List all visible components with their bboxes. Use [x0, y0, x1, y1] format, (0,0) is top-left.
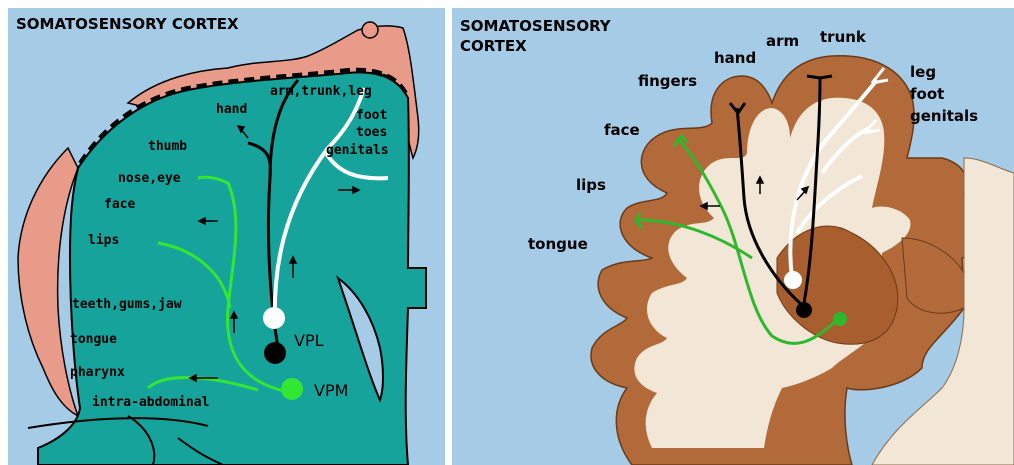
label-genitals: genitals [326, 143, 389, 158]
thalamic-black-dot [264, 342, 286, 364]
label-teeth-gums-jaw: teeth,gums,jaw [72, 297, 182, 312]
right-title-line2: CORTEX [460, 36, 527, 56]
label-genitals-right: genitals [910, 107, 978, 125]
label-thumb: thumb [148, 139, 187, 154]
label-tongue: tongue [70, 332, 117, 347]
label-hand: hand [216, 102, 247, 117]
homunculus-face [18, 148, 78, 416]
label-face-right: face [604, 121, 640, 139]
left-cortex-illustration [8, 8, 445, 465]
black-nucleus-dot [796, 302, 812, 318]
white-nucleus-dot [784, 271, 802, 289]
label-nose-eye: nose,eye [118, 171, 181, 186]
label-lips: lips [88, 233, 119, 248]
label-foot-right: foot [910, 85, 944, 103]
label-foot: foot [356, 108, 387, 123]
left-title: SOMATOSENSORY CORTEX [16, 14, 239, 34]
label-pharynx: pharynx [70, 365, 125, 380]
label-vpl: VPL [294, 331, 324, 350]
label-fingers: fingers [638, 72, 697, 90]
right-diagram-panel: SOMATOSENSORY CORTEX trunk arm hand fing… [452, 8, 1014, 465]
green-nucleus-dot [833, 312, 847, 326]
label-toes: toes [356, 125, 387, 140]
right-title-line1: SOMATOSENSORY [460, 16, 611, 36]
vpl-nucleus-dot [263, 307, 285, 329]
label-hand-right: hand [714, 49, 756, 67]
label-arm-trunk-leg: arm,trunk,leg [270, 84, 372, 99]
label-vpm: VPM [314, 381, 348, 400]
label-leg: leg [910, 63, 936, 81]
label-tongue-right: tongue [528, 235, 588, 253]
label-face: face [104, 197, 135, 212]
label-trunk: trunk [820, 28, 866, 46]
homunculus-foot [362, 22, 378, 38]
label-lips-right: lips [576, 176, 606, 194]
vpm-nucleus-dot [281, 378, 303, 400]
left-diagram-panel: SOMATOSENSORY CORTEX arm,trunk,leg hand … [8, 8, 445, 465]
label-intra-abdominal: intra-abdominal [92, 395, 209, 410]
label-arm: arm [766, 32, 799, 50]
